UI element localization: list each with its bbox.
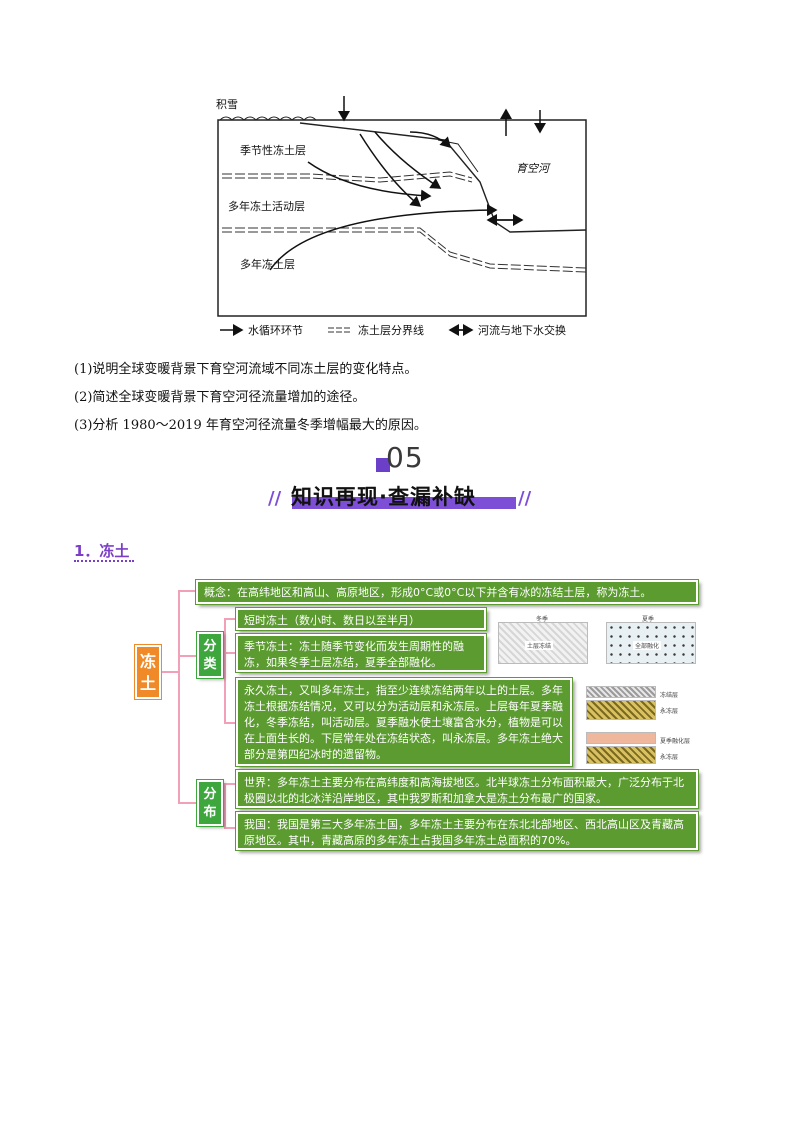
legend-water-cycle: 水循环环节 xyxy=(248,324,303,337)
active-layer-label: 多年冻土活动层 xyxy=(228,199,305,213)
slash-left-decoration: // xyxy=(268,488,282,509)
surface-runoff-arrow xyxy=(409,131,452,149)
mindmap-root: 冻土 xyxy=(134,644,162,700)
connector xyxy=(224,618,236,620)
permafrost-diagram-svg: 积雪 季节性冻土层 多年冻土活动层 多年冻土层 育空河 水循环环节 冻土层分界线… xyxy=(216,96,587,337)
permafrost-diagram: 积雪 季节性冻土层 多年冻土活动层 多年冻土层 育空河 水循环环节 冻土层分界线… xyxy=(210,92,594,342)
permafrost-thumb-label: 永冻层 xyxy=(660,708,679,715)
connector xyxy=(224,827,236,829)
infiltration-arrow-1 xyxy=(374,131,442,189)
connector xyxy=(224,783,236,785)
frozen-label: 土层冻结 xyxy=(525,641,554,650)
connector xyxy=(178,590,196,592)
winter-thumbnail: 土层冻结 xyxy=(498,622,588,664)
connector xyxy=(161,671,179,673)
section-title-highlight xyxy=(292,497,516,509)
world-distribution-box: 世界：多年冻土主要分布在高纬度和高海拔地区。北半球冻土分布面积最大，广泛分布于北… xyxy=(235,769,699,809)
active-layer-thumb-label: 冻结层 xyxy=(660,692,679,699)
permafrost-thumb-label-2: 永冻层 xyxy=(660,754,679,761)
question-2: (2)简述全球变暖背景下育空河径流量增加的途径。 xyxy=(74,390,366,405)
summer-melt-thumb-label: 夏季融化层 xyxy=(660,738,691,745)
china-distribution-box: 我国：我国是第三大多年冻土国，多年冻土主要分布在东北北部地区、西北高山区及青藏高… xyxy=(235,811,699,851)
boundary-line-2b xyxy=(222,231,587,273)
seasonal-box: 季节冻土：冻土随季节变化而发生周期性的融冻，如果冬季土层冻结，夏季全部融化。 xyxy=(235,633,487,673)
river-label: 育空河 xyxy=(516,162,551,175)
active-layer-thumbnail xyxy=(586,686,656,698)
snow-shape xyxy=(219,116,317,121)
connector xyxy=(224,783,226,828)
seasonal-layer-label: 季节性冻土层 xyxy=(240,143,306,157)
distribution-label: 分布 xyxy=(196,779,224,827)
permafrost-thumbnail xyxy=(586,700,656,720)
infiltration-arrow-3 xyxy=(359,133,422,207)
question-3: (3)分析 1980～2019 年育空河径流量冬季增幅最大的原因。 xyxy=(74,418,427,433)
concept-box: 概念：在高纬地区和高山、高原地区，形成0°C或0°C以下并含有冰的冻结土层，称为… xyxy=(195,579,699,605)
section-number: 05 xyxy=(386,441,424,474)
question-1: (1)说明全球变暖背景下育空河流域不同冻土层的变化特点。 xyxy=(74,362,418,377)
section-number-accent xyxy=(376,458,390,472)
boundary-line-1a xyxy=(222,171,473,179)
summer-thumbnail: 全部融化 xyxy=(606,622,696,664)
section-title: 知识再现·查漏补缺 xyxy=(291,485,476,509)
ground-surface xyxy=(299,122,587,233)
permafrost-layer-label: 多年冻土层 xyxy=(240,257,295,271)
connector xyxy=(224,722,236,724)
summer-label: 夏季 xyxy=(642,616,655,623)
permafrost-thumbnail-2 xyxy=(586,746,656,764)
connector xyxy=(224,618,226,723)
legend-exchange: 河流与地下水交换 xyxy=(478,323,566,337)
boundary-line-1b xyxy=(222,175,473,183)
melted-label: 全部融化 xyxy=(633,641,662,650)
connector xyxy=(178,802,198,804)
snow-label: 积雪 xyxy=(216,98,238,111)
short-term-box: 短时冻土（数小时、数日以至半月） xyxy=(235,607,487,631)
infiltration-arrow-2 xyxy=(307,161,432,202)
permanent-box: 永久冻土，又叫多年冻土，指至少连续冻结两年以上的土层。多年冻土根据冻结情况，又可… xyxy=(235,677,573,767)
subsection-title: 1．冻土 xyxy=(74,542,130,560)
diagram-frame xyxy=(217,119,587,317)
groundwater-arrow xyxy=(269,204,498,271)
connector xyxy=(224,652,236,654)
classification-label: 分类 xyxy=(196,631,224,679)
connector xyxy=(178,655,198,657)
slash-right-decoration: // xyxy=(518,488,532,509)
winter-label: 冬季 xyxy=(536,616,549,623)
legend-boundary: 冻土层分界线 xyxy=(358,323,424,337)
subsection-underline xyxy=(74,560,134,562)
summer-melt-thumbnail xyxy=(586,732,656,744)
boundary-line-2a xyxy=(222,227,587,269)
connector xyxy=(178,590,180,802)
